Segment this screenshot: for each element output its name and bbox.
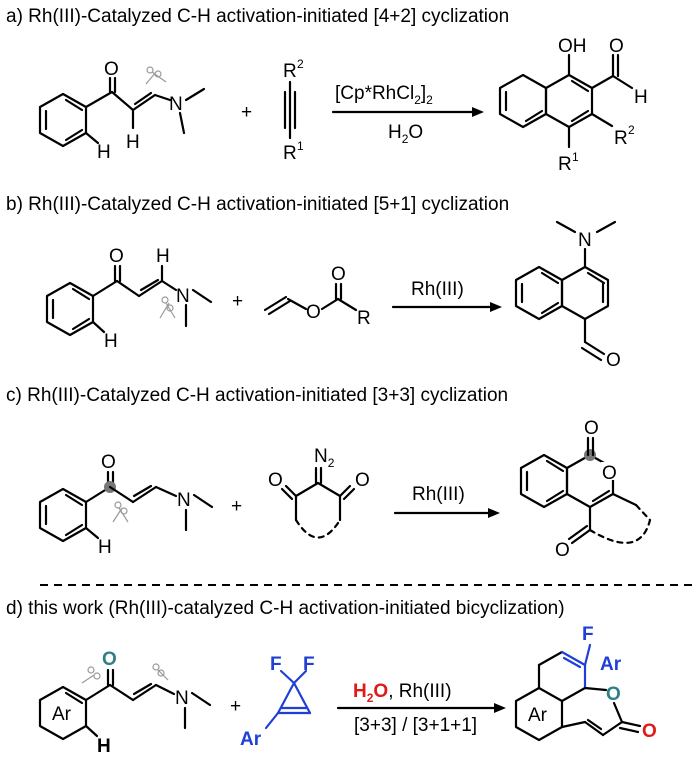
- section-a-title: a) Rh(III)-Catalyzed C-H activation-init…: [6, 6, 510, 27]
- label-f1-d: F: [270, 654, 282, 675]
- label-n-d: N: [175, 688, 189, 709]
- plus-sign-d: +: [230, 696, 241, 717]
- label-o-product-b: O: [606, 350, 621, 371]
- label-ar2-d: Ar: [240, 729, 262, 750]
- scissors-icon: [112, 501, 129, 523]
- reagent-c: Rh(III): [412, 484, 465, 505]
- scissors-icon: [145, 66, 167, 85]
- label-ar-product-d: Ar: [600, 654, 622, 675]
- label-oh: OH: [558, 36, 587, 57]
- plus-sign: +: [241, 102, 252, 123]
- reagent-a-water: H2O: [388, 122, 423, 146]
- label-o-d: O: [102, 649, 117, 670]
- label-n-product-b: N: [578, 230, 592, 251]
- label-o: O: [104, 59, 119, 80]
- scissors-icon: [159, 296, 176, 319]
- label-h-ald: H: [634, 87, 648, 108]
- label-h: H: [126, 132, 140, 153]
- label-r-b: R: [357, 308, 371, 329]
- reagent-d: H2O, Rh(III): [353, 681, 452, 705]
- label-h-ring-b: H: [104, 331, 118, 352]
- label-ar-ring-d: Ar: [528, 705, 548, 726]
- label-o-ring-c: O: [602, 463, 617, 484]
- label-h-d: H: [97, 736, 111, 757]
- reagent-a: [Cp*RhCl2]2: [335, 83, 433, 107]
- scheme-a: O H N H + R 2 R 1 [Cp*RhCl2]2: [38, 36, 648, 175]
- label-r1: R: [283, 143, 297, 164]
- scheme-c: O N H + N2 O O Rh(III): [38, 418, 652, 561]
- label-o2-b: O: [331, 264, 346, 285]
- label-r2-product: R: [614, 128, 628, 149]
- sup-1-product: 1: [572, 150, 579, 164]
- label-o-b: O: [109, 246, 124, 267]
- reagent-d-bottom: [3+3] / [3+1+1]: [354, 715, 477, 736]
- label-f-product-d: F: [582, 624, 594, 645]
- scheme-d: Ar O N H + F F Ar H2: [38, 624, 657, 757]
- section-c-title: c) Rh(III)-Catalyzed C-H activation-init…: [6, 385, 509, 406]
- plus-sign-b: +: [232, 291, 243, 312]
- scheme-b: O H N H + O O R Rh(III): [45, 220, 621, 371]
- label-o2-c: O: [355, 470, 370, 491]
- section-d-title: d) this work (Rh(III)-catalyzed C-H acti…: [6, 598, 565, 619]
- label-n-c: N: [177, 490, 191, 511]
- sup-2-product: 2: [628, 123, 635, 137]
- scissors-icon: [81, 663, 169, 684]
- label-h-ring: H: [97, 142, 111, 163]
- label-n: N: [169, 94, 183, 115]
- label-h-c: H: [98, 537, 112, 558]
- naphthalene-ring-a2: [544, 73, 594, 129]
- label-o-ald: O: [609, 36, 624, 57]
- label-h-b: H: [156, 246, 170, 267]
- plus-sign-c: +: [231, 496, 242, 517]
- label-r2: R: [283, 61, 297, 82]
- label-n2: N2: [314, 446, 335, 470]
- label-ar-d: Ar: [52, 704, 72, 725]
- label-f2-d: F: [303, 654, 315, 675]
- label-r1-product: R: [558, 154, 572, 175]
- label-o-c: O: [101, 452, 116, 473]
- label-o-top-c: O: [584, 418, 599, 439]
- label-n-b: N: [176, 286, 190, 307]
- label-o1-c: O: [268, 470, 283, 491]
- sup-1: 1: [297, 139, 304, 153]
- label-o1-b: O: [306, 302, 321, 323]
- naphthalene-ring-b2: [560, 265, 610, 321]
- label-o1-product-d: O: [606, 684, 621, 705]
- label-o-bottom-c: O: [555, 540, 570, 561]
- reagent-b: Rh(III): [411, 279, 464, 300]
- section-b-title: b) Rh(III)-Catalyzed C-H activation-init…: [6, 194, 510, 215]
- label-o2-product-d: O: [642, 721, 657, 742]
- sup-2: 2: [297, 57, 304, 71]
